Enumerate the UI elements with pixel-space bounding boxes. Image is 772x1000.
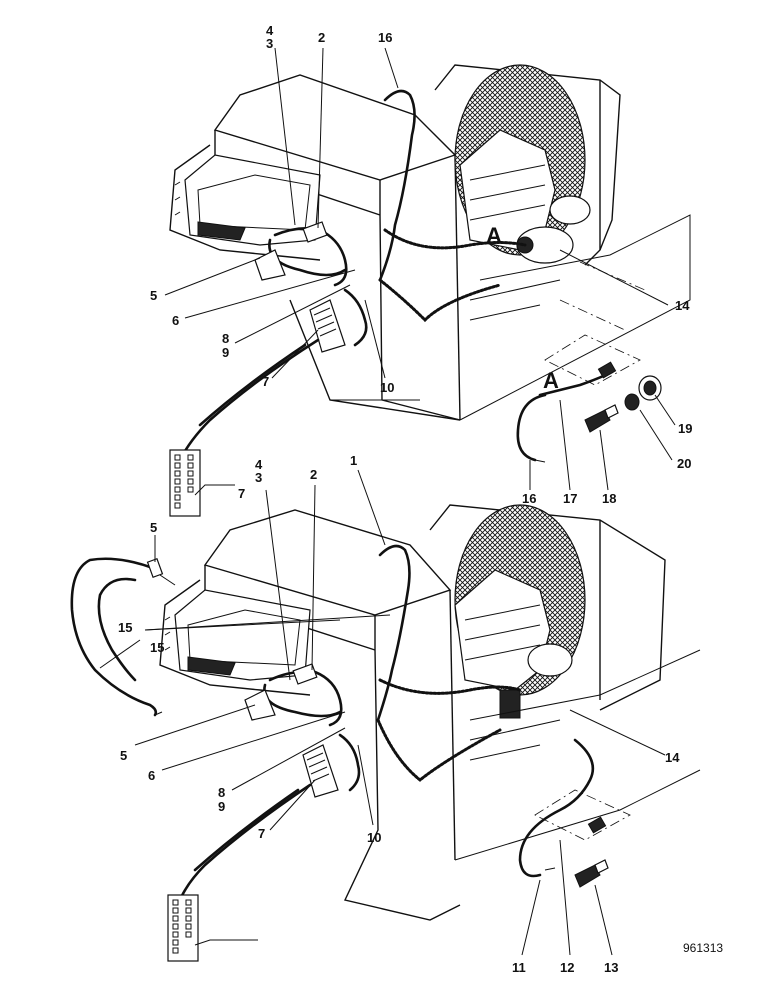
upper-console-body [169,74,461,421]
upper-assembly-view: 4 3 2 16 5 6 8 9 7 10 14 19 20 18 17 16 … [150,23,692,517]
callout-6-lower: 6 [148,768,155,783]
callout-8-upper: 8 [222,331,229,346]
drawing-reference-number: 961313 [683,941,723,955]
callout-16-upper: 16 [378,30,392,45]
callout-15-b: 15 [118,620,132,635]
callout-10-lower: 10 [367,830,381,845]
callout-20: 20 [677,456,691,471]
lower-assembly-view: 1 4 3 2 5 15 15 5 6 8 9 7 10 14 11 12 13 [70,453,701,975]
callout-15-a: 15 [150,640,164,655]
detail-marker-a-parts: A [543,368,559,393]
callout-4-lower: 4 [255,457,263,472]
callout-12: 12 [560,960,574,975]
callout-10-upper: 10 [380,380,394,395]
callout-5-upper: 5 [150,288,157,303]
lower-console-body [159,509,701,921]
callout-14-lower: 14 [665,750,680,765]
callout-19: 19 [678,421,692,436]
callout-11: 11 [512,960,526,975]
callout-3-upper: 3 [266,36,273,51]
callout-5-lower: 5 [120,748,127,763]
callout-9-upper: 9 [222,345,229,360]
harness-15 [70,557,176,717]
callout-2-lower: 2 [310,467,317,482]
detail-marker-a-engine: A [486,223,502,248]
callout-2-upper: 2 [318,30,325,45]
callout-4-upper: 4 [266,23,274,38]
callout-8-lower: 8 [218,785,225,800]
upper-fuse-strip [169,449,201,517]
callout-7-strip-upper: 7 [238,486,245,501]
callout-9-lower: 9 [218,799,225,814]
upper-engine [434,64,691,421]
callout-7-upper: 7 [262,374,269,389]
callout-1: 1 [350,453,357,468]
callout-13: 13 [604,960,618,975]
callout-7-lower: 7 [258,826,265,841]
callout-5-harness: 5 [150,520,157,535]
callout-16-detail: 16 [522,491,536,506]
callout-17: 17 [563,491,577,506]
callout-6-upper: 6 [172,313,179,328]
lower-engine [429,504,701,761]
lower-fuse-strip [167,894,199,962]
callout-3-lower: 3 [255,470,262,485]
callout-14-upper: 14 [675,298,690,313]
callout-18: 18 [602,491,616,506]
